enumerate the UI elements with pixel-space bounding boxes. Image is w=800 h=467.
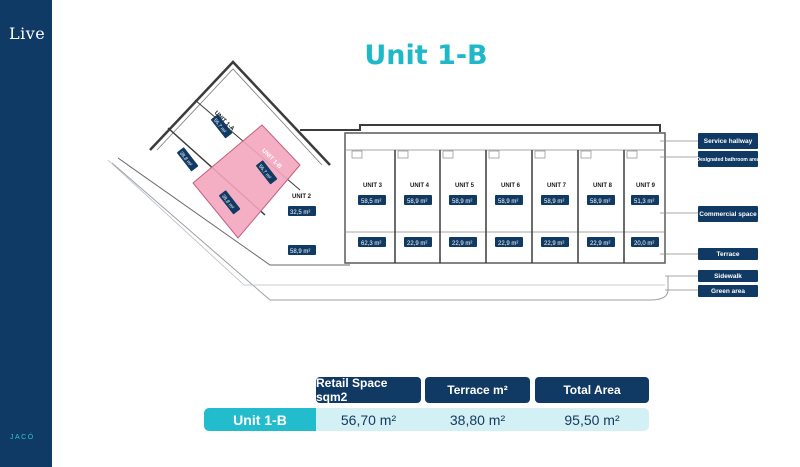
header-total-area: Total Area [535, 377, 649, 403]
unit-label-4: UNIT 4 [410, 183, 430, 189]
legend-bathroom-area: Designated bathroom area [696, 157, 759, 163]
unit-label-8: UNIT 8 [593, 183, 613, 189]
unit-label-9: UNIT 9 [636, 183, 656, 189]
legend-commercial-space: Commercial space [699, 211, 757, 218]
terrace-unit-2: 58,9 m² [290, 249, 310, 255]
legend-green-area: Green area [711, 288, 745, 295]
value-retail-space: 56,70 m² [340, 411, 397, 428]
page-title: Unit 1-B [364, 40, 488, 71]
legend-terrace: Terrace [716, 251, 739, 258]
legend-sidewalk: Sidewalk [714, 273, 742, 280]
area-unit-9: 51,3 m² [634, 199, 654, 205]
terrace-unit-9: 20,0 m² [634, 241, 654, 247]
highlighted-unit [193, 125, 300, 238]
terrace-unit-8: 22,9 m² [590, 241, 610, 247]
location-label: JACÓ [10, 434, 35, 441]
row-unit-label: Unit 1-B [204, 408, 316, 431]
value-terrace: 38,80 m² [449, 411, 506, 428]
header-terrace: Terrace m² [425, 377, 530, 403]
unit-label-3: UNIT 3 [363, 183, 383, 189]
area-unit-7: 58,9 m² [544, 199, 564, 205]
header-retail-space: Retail Space sqm2 [316, 376, 421, 404]
row-values-background [316, 408, 649, 431]
legend-service-hallway: Service hallway [704, 138, 753, 145]
unit-label-6: UNIT 6 [501, 183, 521, 189]
area-unit-3: 58,5 m² [361, 199, 381, 205]
area-unit-4: 58,9 m² [407, 199, 427, 205]
terrace-unit-7: 22,9 m² [544, 241, 564, 247]
terrace-unit-3: 62,3 m² [361, 241, 381, 247]
brand-logo: Live [9, 24, 46, 43]
value-total-area: 95,50 m² [564, 411, 620, 428]
unit-label-7: UNIT 7 [547, 183, 567, 189]
area-unit-8: 58,9 m² [590, 199, 610, 205]
area-unit-5: 58,9 m² [452, 199, 472, 205]
area-unit-2: 32,5 m² [290, 210, 310, 216]
unit-label-5: UNIT 5 [455, 183, 475, 189]
sidebar: Live JACÓ [0, 0, 52, 467]
terrace-unit-5: 22,9 m² [452, 241, 472, 247]
unit-label-2: UNIT 2 [292, 194, 312, 200]
terrace-unit-4: 22,9 m² [407, 241, 427, 247]
terrace-unit-6: 22,9 m² [498, 241, 518, 247]
area-unit-6: 58,9 m² [498, 199, 518, 205]
